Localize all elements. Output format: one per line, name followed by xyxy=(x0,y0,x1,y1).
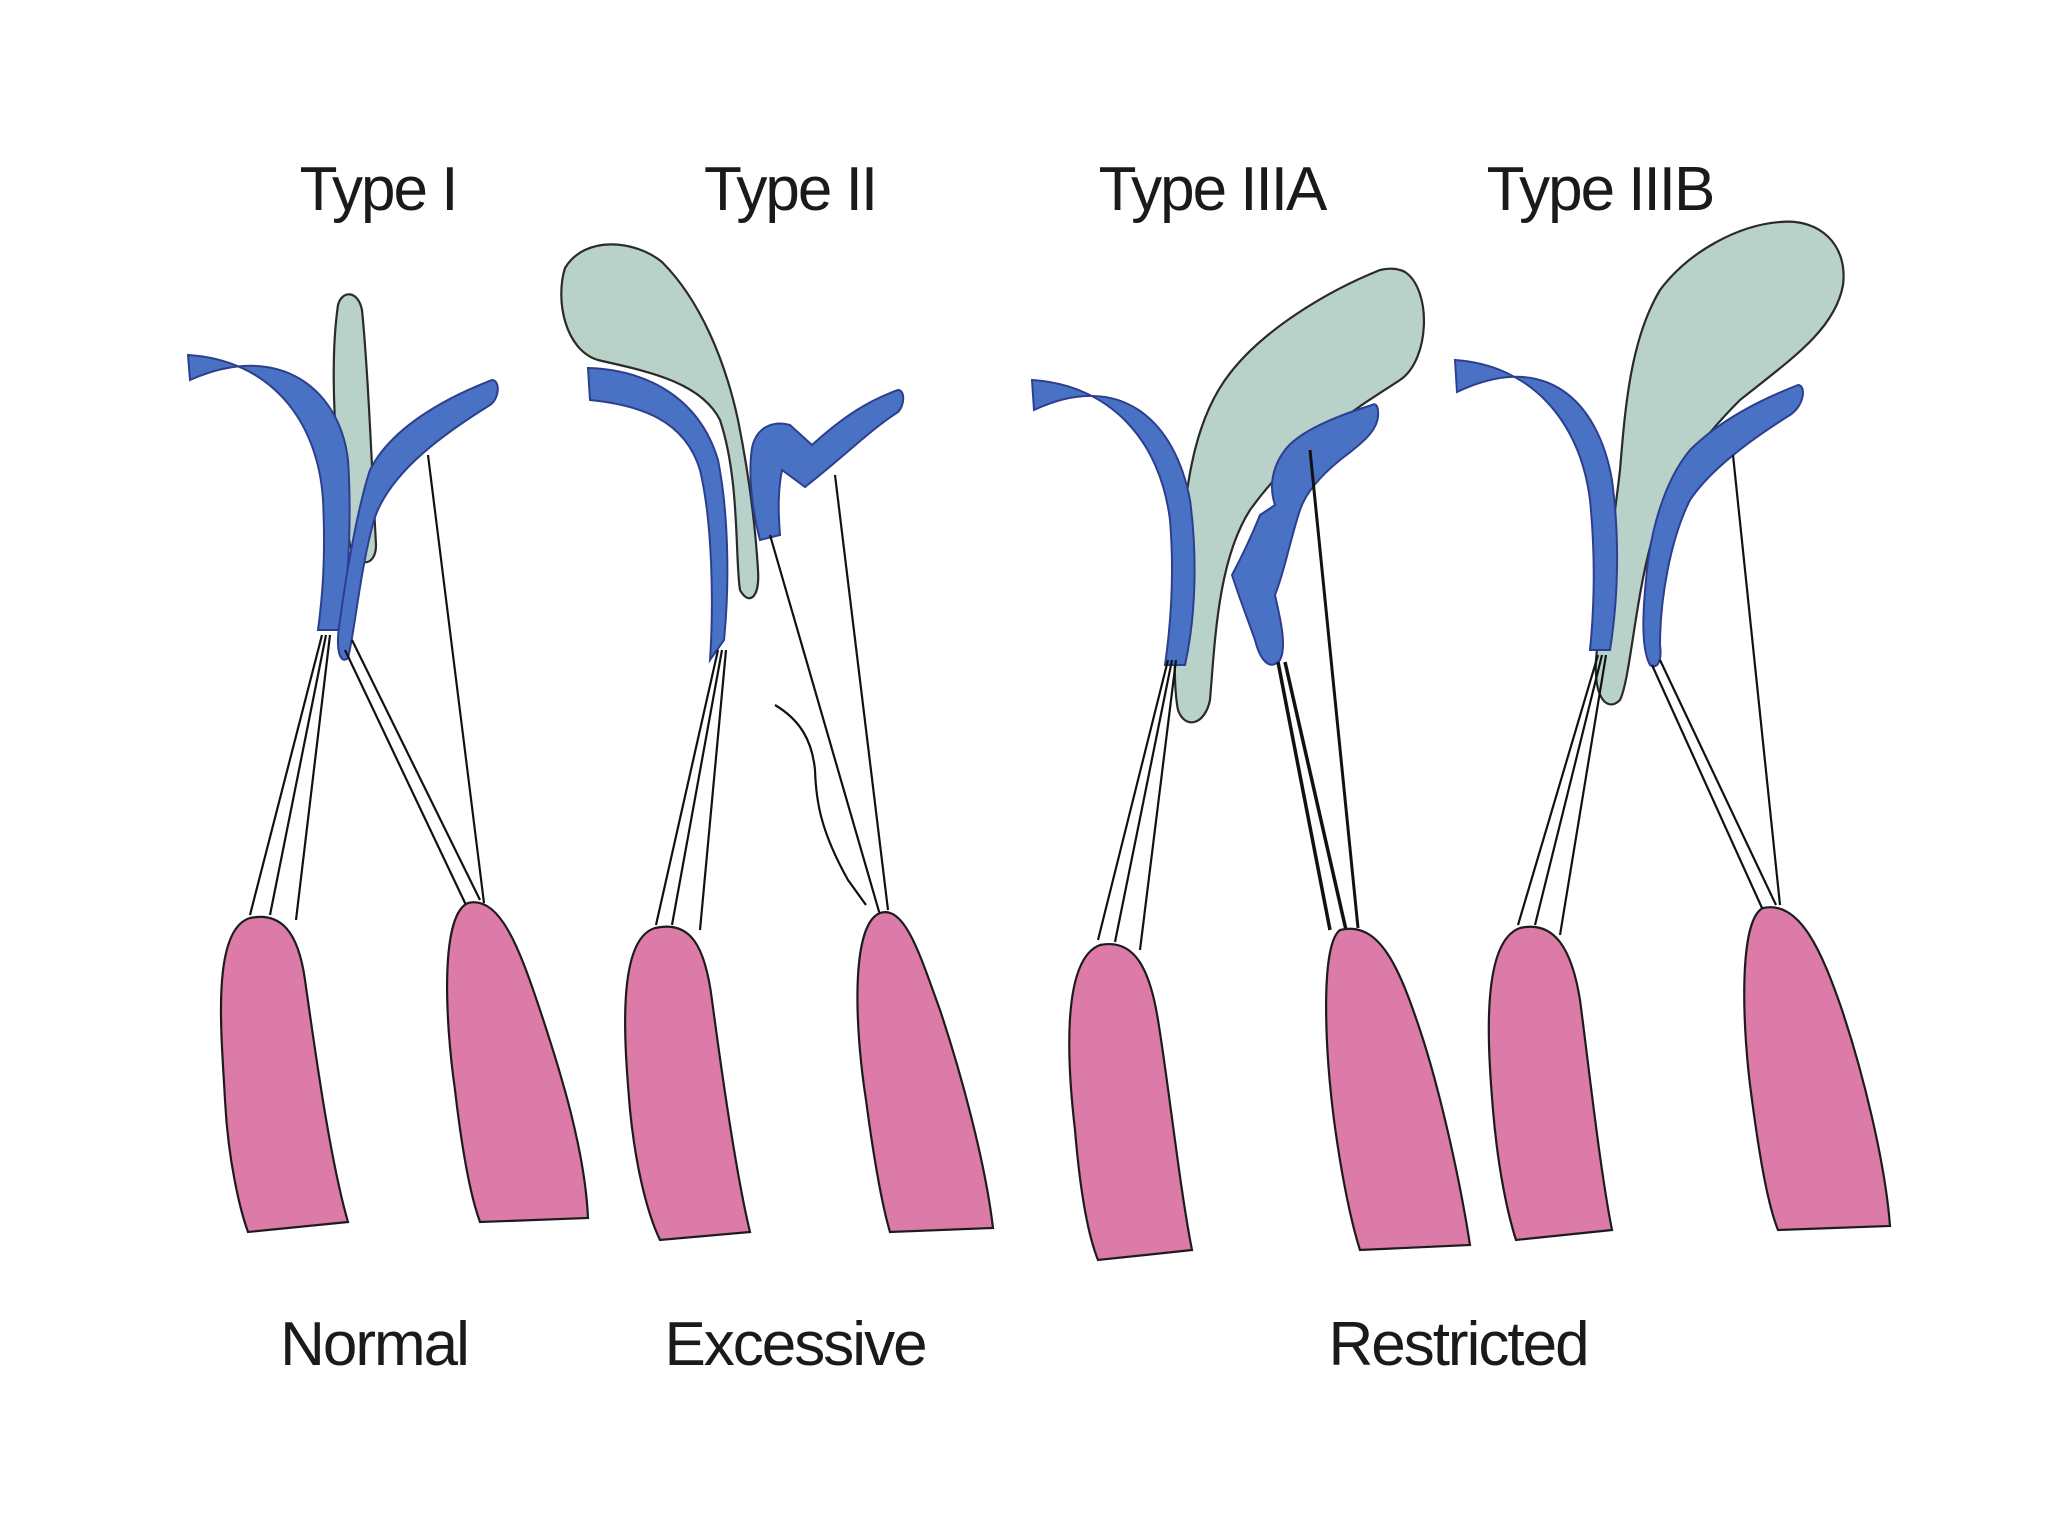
type-ii-label: Type II xyxy=(704,155,876,224)
papillary-muscle-type-iiia-right xyxy=(1325,927,1472,1252)
chordae-type-iiia-right-2 xyxy=(1283,661,1348,931)
anterior-leaflet-type-iiib xyxy=(1453,358,1619,651)
papillary-muscle-type-i-right xyxy=(446,901,590,1224)
mass-type-ii xyxy=(560,243,760,600)
group-label-restricted: Restricted xyxy=(1328,1310,1587,1379)
group-label-normal: Normal xyxy=(280,1310,468,1379)
chordae-type-i-left-3 xyxy=(294,634,332,921)
anterior-leaflet-type-i xyxy=(186,353,351,631)
chordae-type-ii-left-1 xyxy=(654,649,720,926)
anterior-leaflet-type-ii xyxy=(586,366,729,664)
chordae-type-i-right-1 xyxy=(344,649,467,906)
mass-type-iiia xyxy=(1173,267,1425,724)
anterior-leaflet-type-iiia xyxy=(1030,378,1196,666)
posterior-leaflet-type-ii xyxy=(749,388,905,542)
papillary-muscle-type-ii-right xyxy=(856,911,995,1234)
chordae-type-iiib-left-3 xyxy=(1558,654,1608,936)
panel-type-i xyxy=(186,293,590,1234)
chordae-type-i-right-2 xyxy=(351,639,481,901)
chordae-type-iiia-right-1 xyxy=(1276,661,1332,931)
chordae-type-iiia-left-2 xyxy=(1113,659,1174,943)
type-iiia-label: Type IIIA xyxy=(1099,155,1328,224)
panel-type-iiib xyxy=(1453,220,1892,1242)
chordae-type-i-right-3 xyxy=(426,454,486,904)
papillary-muscle-type-iiib-right xyxy=(1743,906,1892,1232)
chordae-type-iiia-right-3 xyxy=(1308,449,1360,929)
panel-type-iiia xyxy=(1030,267,1472,1262)
type-i-label: Type I xyxy=(300,155,457,224)
type-iiib-label: Type IIIB xyxy=(1487,155,1714,224)
papillary-muscle-type-ii-left xyxy=(624,925,752,1242)
chordae-type-iiib-right-1 xyxy=(1650,664,1764,909)
chordae-type-ii-right-2 xyxy=(833,474,890,911)
chordae-type-ii-left-2 xyxy=(670,649,724,926)
chordae-type-iiib-left-1 xyxy=(1516,654,1600,926)
mass-type-iiib xyxy=(1594,220,1845,706)
chordae-type-i-left-2 xyxy=(268,634,328,916)
panel-type-ii xyxy=(560,243,995,1242)
chordae-type-iiia-left-3 xyxy=(1138,659,1178,951)
ruptured-chorda-type-ii xyxy=(774,704,867,906)
chordae-type-ii-right-1 xyxy=(768,534,882,916)
posterior-leaflet-type-iiib xyxy=(1642,383,1804,668)
papillary-muscle-type-iiia-left xyxy=(1068,942,1194,1262)
chordae-type-iiib-right-2 xyxy=(1659,659,1777,906)
chordae-type-iiib-left-2 xyxy=(1533,654,1604,926)
group-label-excessive: Excessive xyxy=(664,1310,925,1379)
chordae-type-iiia-left-1 xyxy=(1096,659,1170,941)
papillary-muscle-type-i-left xyxy=(219,915,350,1234)
posterior-leaflet-type-iiia xyxy=(1230,403,1380,666)
chordae-type-iiib-right-3 xyxy=(1731,454,1782,906)
papillary-muscle-type-iiib-left xyxy=(1487,925,1614,1242)
chordae-type-i-left-1 xyxy=(248,634,324,916)
chordae-type-ii-left-3 xyxy=(698,649,728,931)
